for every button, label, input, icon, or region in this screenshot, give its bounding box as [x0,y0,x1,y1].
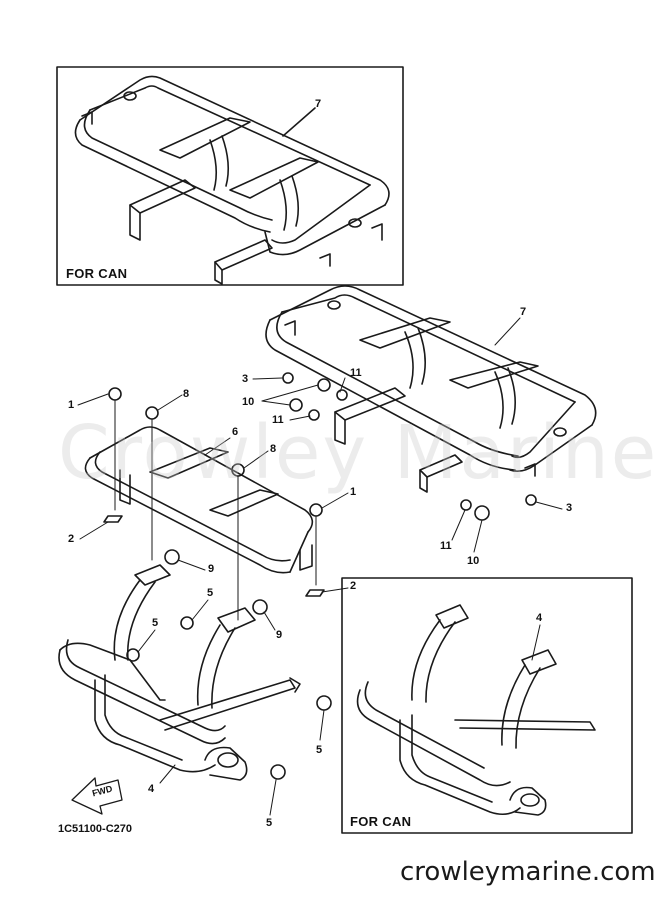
callout-11-mid: 11 [272,414,284,426]
callout-5-left: 5 [152,617,159,629]
callout-11-top: 11 [350,367,362,379]
callout-2-right: 2 [350,580,357,592]
fwd-arrow-icon [71,777,123,815]
part-code: 1C51100-C270 [58,823,133,835]
callout-6: 6 [232,426,239,438]
callout-5-upper: 5 [207,587,214,599]
callout-3-left: 3 [242,373,249,385]
rack-7 [265,285,597,493]
bracket-assembly [58,564,301,781]
callout-5-bottom: 5 [266,817,273,829]
callout-7-top: 7 [315,98,322,110]
watermark: Crowley Marine [58,410,659,496]
rack-can-top [74,75,390,285]
callout-5-right: 5 [316,744,323,756]
inset-label-top: FOR CAN [66,266,128,281]
callout-10-top: 10 [242,396,255,408]
inset-frame-top [56,66,404,286]
rack-6 [84,426,314,574]
callout-7-main: 7 [520,306,527,318]
callout-8-right: 8 [270,443,277,455]
callout-1-right: 1 [350,486,357,498]
callout-1-left: 1 [68,399,75,411]
callout-4-inset: 4 [536,612,543,624]
callout-11-bottom: 11 [440,540,452,552]
callout-8-left: 8 [183,388,190,400]
fasteners [103,372,537,780]
callout-10-bottom: 10 [467,555,480,567]
callout-4-main: 4 [148,783,155,795]
inset-frame-bottom [341,577,633,834]
callout-9-right: 9 [276,629,283,641]
footer-url: crowleymarine.com [400,857,656,887]
callout-3-right: 3 [566,502,573,514]
inset-label-bottom: FOR CAN [350,814,412,829]
callout-9-left: 9 [208,563,215,575]
bracket-assembly-can [356,604,596,816]
leader-lines [77,317,563,816]
callout-2-left: 2 [68,533,75,545]
